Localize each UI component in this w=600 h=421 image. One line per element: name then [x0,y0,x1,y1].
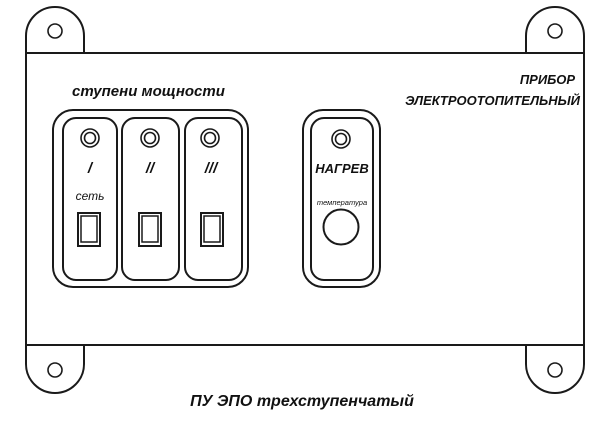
stage-2-switch[interactable] [138,212,162,247]
mounting-hole-icon [547,23,563,39]
indicator-lamp-icon [80,128,100,148]
network-label: сеть [76,189,105,203]
indicator-lamp-icon [140,128,160,148]
mounting-tab-bottom-left [25,345,85,394]
temperature-knob[interactable] [322,208,360,246]
stage-label: / [87,160,94,177]
mounting-tab-bottom-right [525,345,585,394]
stage-3: /// [184,117,243,281]
stage-1-switch[interactable] [77,212,101,247]
temperature-label: температура [317,198,367,207]
mounting-tab-top-left [25,6,85,53]
stage-label: // [145,160,156,177]
panel-body [25,52,585,346]
device-title-line2: ЭЛЕКТРООТОПИТЕЛЬНЫЙ [405,92,580,108]
indicator-lamp-icon [331,129,351,149]
mounting-hole-icon [547,362,563,378]
heating-module: НАГРЕВ температура [302,109,381,288]
heating-label: НАГРЕВ [315,161,369,176]
mounting-hole-icon [47,362,63,378]
mounting-tab-top-right [525,6,585,53]
stage-label: /// [204,160,219,177]
device-caption: ПУ ЭПО трехступенчатый [190,393,414,410]
stage-1: / сеть [62,117,118,281]
mounting-hole-icon [47,23,63,39]
power-stages-frame [52,109,249,288]
indicator-lamp-icon [200,128,220,148]
stage-2: // [121,117,180,281]
device-title-line1: ПРИБОР [520,72,576,87]
stage-3-switch[interactable] [200,212,224,247]
power-stages-heading: ступени мощности [72,83,225,100]
